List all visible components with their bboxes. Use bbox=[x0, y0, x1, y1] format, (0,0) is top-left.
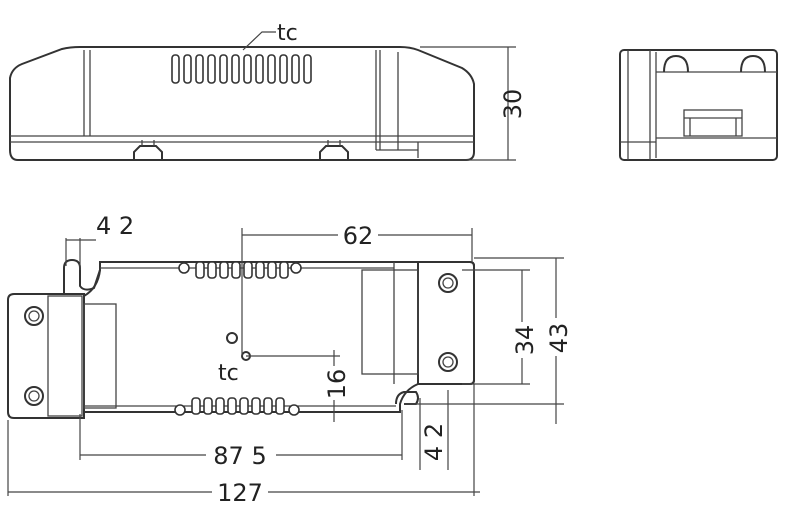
dim-30: 30 bbox=[499, 89, 527, 120]
tc-label-top: tc bbox=[218, 361, 239, 386]
side-vent-slots bbox=[171, 54, 312, 84]
dim-34: 34 bbox=[511, 325, 539, 356]
dim-4-2-top: 4 2 bbox=[96, 212, 134, 240]
dim-43: 43 bbox=[545, 323, 573, 354]
top-vent-slots-lower bbox=[174, 397, 300, 416]
top-vent-slots-upper bbox=[178, 261, 302, 279]
dim-87-5: 87 5 bbox=[213, 442, 266, 470]
top-view: tc 4 2 62 34 43 16 87 5 bbox=[7, 212, 573, 507]
dim-16: 16 bbox=[323, 369, 351, 400]
dim-4-2-right: 4 2 bbox=[420, 423, 448, 461]
side-view: tc 30 bbox=[9, 21, 527, 161]
dim-62: 62 bbox=[343, 222, 374, 250]
end-view bbox=[619, 49, 778, 161]
side-mounting-feet bbox=[133, 140, 349, 160]
tc-label-side: tc bbox=[277, 21, 298, 46]
dim-127: 127 bbox=[217, 479, 263, 507]
